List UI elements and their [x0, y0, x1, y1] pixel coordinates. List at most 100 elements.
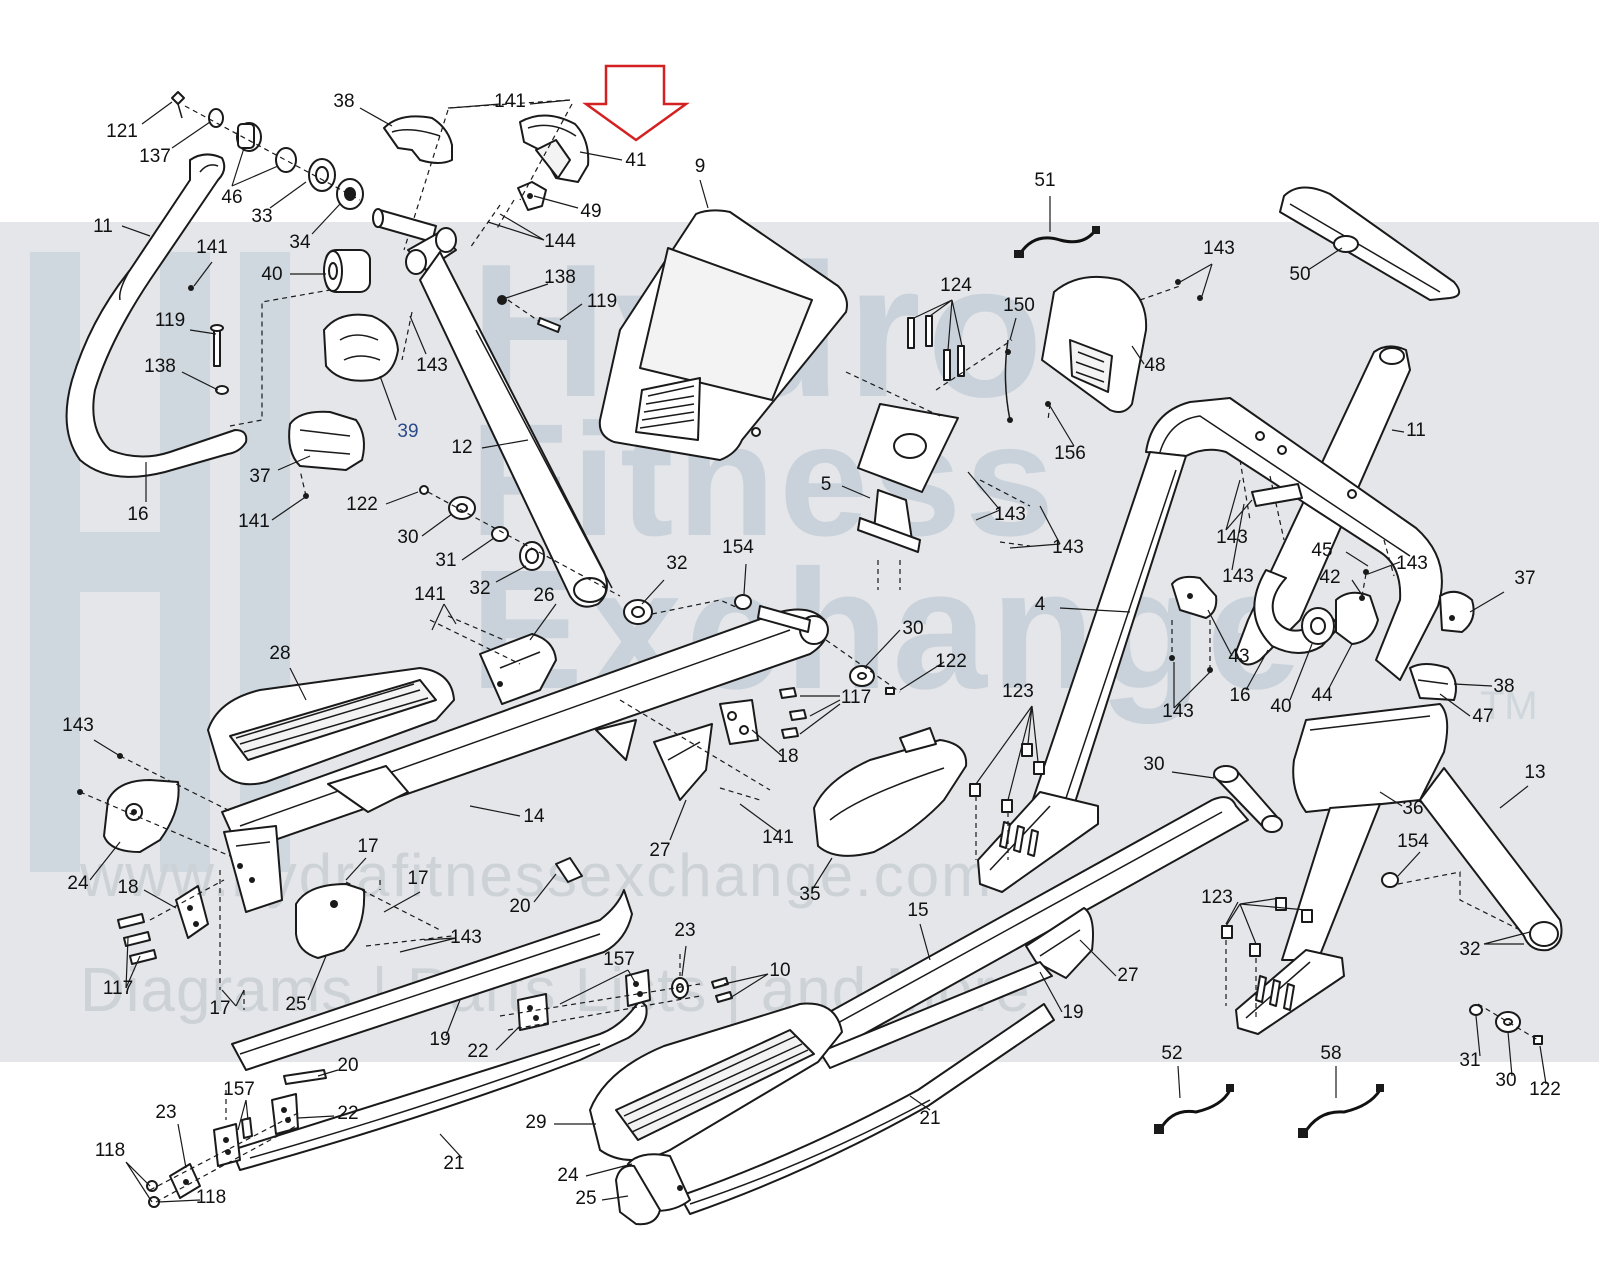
hanger-left: [223, 825, 283, 913]
leader-lines: [89, 99, 1547, 1203]
cover-48: [1041, 275, 1148, 413]
callout-part-19: 19: [1062, 1002, 1083, 1023]
callout-part-50: 50: [1289, 264, 1310, 285]
callout-part-141: 141: [414, 584, 446, 605]
callout-part-48: 48: [1144, 355, 1165, 376]
callout-part-47: 47: [1472, 706, 1493, 727]
callout-part-20: 20: [337, 1055, 358, 1076]
pedal-28: [207, 667, 455, 813]
callout-part-26: 26: [533, 585, 554, 606]
callout-part-41: 41: [625, 150, 646, 171]
callout-part-16: 16: [127, 504, 148, 525]
callout-part-30: 30: [397, 527, 418, 548]
callout-part-23: 23: [674, 920, 695, 941]
callout-part-36: 36: [1402, 798, 1423, 819]
callout-part-143: 143: [1222, 566, 1254, 587]
callout-part-122: 122: [1529, 1079, 1561, 1100]
callout-part-141: 141: [762, 827, 794, 848]
callout-part-42: 42: [1319, 567, 1340, 588]
callout-part-123: 123: [1201, 887, 1233, 908]
callout-part-29: 29: [525, 1112, 546, 1133]
callout-part-143: 143: [416, 355, 448, 376]
callout-part-51: 51: [1034, 170, 1055, 191]
callout-part-154: 154: [1397, 831, 1429, 852]
callout-part-19: 19: [429, 1029, 450, 1050]
callout-part-157: 157: [603, 949, 635, 970]
rail-21-left: [231, 999, 648, 1171]
callout-part-22: 22: [467, 1041, 488, 1062]
callout-part-23: 23: [155, 1102, 176, 1123]
callout-part-12: 12: [451, 437, 472, 458]
bolts-124: [907, 299, 965, 381]
callout-part-141: 141: [494, 91, 526, 112]
handlebar-50: [1279, 186, 1461, 301]
main-frame-top: [1145, 397, 1443, 681]
bracket-26: [429, 615, 557, 705]
bolts-10: [711, 977, 733, 1003]
callout-part-143: 143: [62, 715, 94, 736]
left-upper-arm: [65, 153, 248, 478]
callout-part-156: 156: [1054, 443, 1086, 464]
front-foot-4: [977, 791, 1099, 893]
callout-part-37: 37: [249, 466, 270, 487]
callout-part-20: 20: [509, 896, 530, 917]
callout-part-141: 141: [238, 511, 270, 532]
callout-part-143: 143: [1396, 553, 1428, 574]
callout-part-30: 30: [1495, 1070, 1516, 1091]
callout-part-117: 117: [103, 978, 133, 999]
callout-part-38: 38: [1493, 676, 1514, 697]
axle-shaft: [372, 208, 437, 243]
callout-part-18: 18: [777, 746, 798, 767]
bracket-27-center: [595, 719, 713, 801]
console-9: [598, 209, 848, 461]
left-shaft-hardware: [419, 485, 621, 597]
callout-part-24: 24: [557, 1165, 579, 1186]
bracket-157-lower: [213, 1117, 253, 1167]
callout-part-11: 11: [1406, 420, 1426, 441]
callout-part-119: 119: [587, 291, 617, 312]
callout-part-43: 43: [1228, 646, 1249, 667]
wheel-23-lower: [169, 1163, 201, 1199]
callout-part-119: 119: [155, 310, 185, 331]
rear-leg-13: [1419, 767, 1563, 952]
callout-part-11: 11: [93, 216, 113, 237]
callout-part-9: 9: [695, 156, 706, 177]
callout-part-27: 27: [649, 840, 670, 861]
callout-part-121: 121: [106, 121, 138, 142]
callout-part-32: 32: [666, 553, 687, 574]
rail-19-right: [819, 961, 1053, 1069]
callout-part-138: 138: [144, 356, 176, 377]
callout-part-33: 33: [251, 206, 272, 227]
callout-part-25: 25: [285, 994, 306, 1015]
callout-part-44: 44: [1311, 685, 1333, 706]
callout-part-34: 34: [289, 232, 311, 253]
callout-part-117: 117: [841, 687, 871, 708]
callout-part-154: 154: [722, 537, 754, 558]
callout-part-17: 17: [407, 868, 428, 889]
callout-part-118: 118: [95, 1140, 125, 1161]
callout-part-39: 39: [397, 421, 418, 442]
rear-foot: [1235, 949, 1345, 1035]
cover-25-left: [295, 883, 366, 959]
end-cap-25-right: [615, 1164, 683, 1226]
bolts-117-left: [117, 913, 157, 965]
callout-part-17: 17: [209, 998, 230, 1019]
bracket-49: [517, 181, 547, 211]
shroud-44: [1335, 591, 1379, 645]
callout-part-143: 143: [1216, 527, 1248, 548]
shroud-37: [288, 410, 365, 471]
callout-part-143: 143: [1162, 701, 1194, 722]
pivot-bushing-40: [323, 249, 371, 293]
bracket-18-left: [175, 885, 209, 939]
callout-part-157: 157: [223, 1079, 255, 1100]
mount-plate-5: [857, 403, 959, 553]
callout-part-143: 143: [994, 504, 1026, 525]
rail-19-left: [231, 889, 633, 1071]
bracket-157-plate: [625, 969, 651, 1007]
wheel-23-center: [671, 977, 689, 999]
callout-part-143: 143: [1203, 238, 1235, 259]
callout-part-37: 37: [1514, 568, 1535, 589]
bracket-22-upper: [517, 993, 549, 1031]
bracket-43: [1171, 575, 1218, 619]
callout-part-17: 17: [357, 836, 378, 857]
